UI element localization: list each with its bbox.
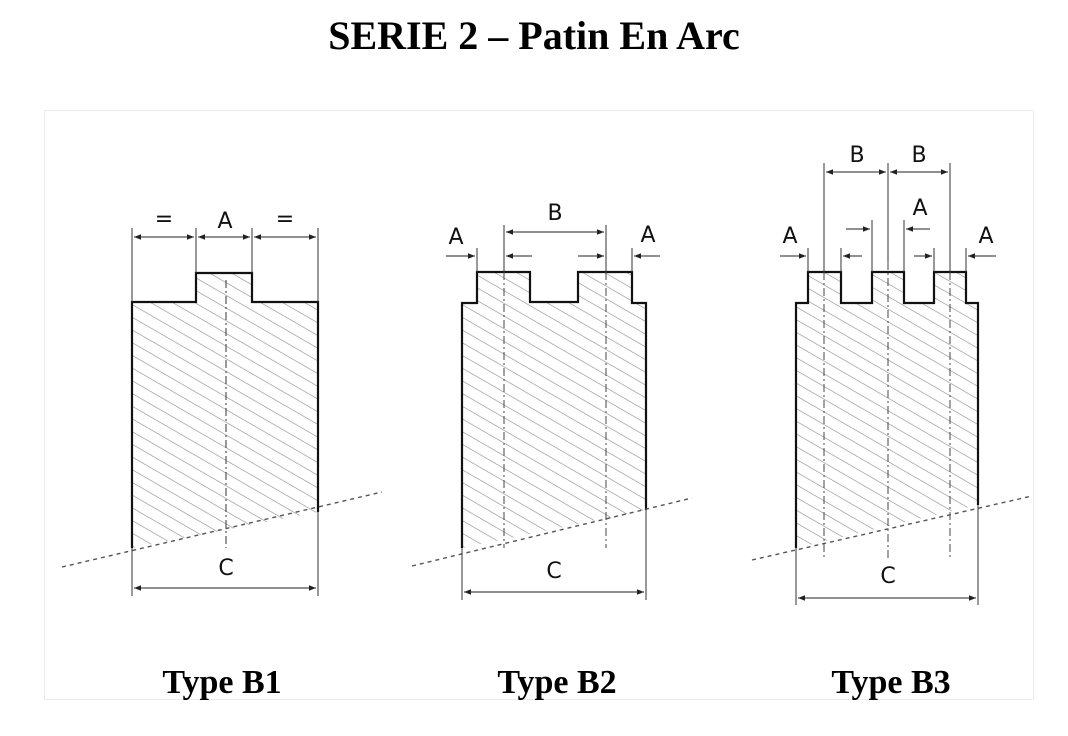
b1-break-line	[61, 491, 383, 568]
b2-label-a-right: A	[640, 223, 655, 248]
diagram-type-b2: B A A C	[411, 201, 693, 600]
b3-label-a-left: A	[782, 224, 797, 249]
b2-label-a-left: A	[448, 225, 463, 250]
b3-label-a-center: A	[912, 196, 927, 221]
b1-label-a: A	[217, 209, 232, 234]
caption-type-b2: Type B2	[497, 664, 617, 701]
diagram-type-b1: = A = C	[61, 207, 383, 596]
b1-label-c: C	[218, 556, 233, 581]
b1-label-eq-left: =	[155, 207, 173, 232]
b1-profile	[130, 271, 320, 548]
b3-label-b-left: B	[849, 143, 864, 168]
b2-label-c: C	[546, 559, 561, 584]
caption-type-b3: Type B3	[831, 664, 951, 701]
b3-label-c: C	[880, 564, 895, 589]
diagram-frame	[44, 110, 1034, 700]
b3-label-b-right: B	[911, 143, 926, 168]
caption-type-b1: Type B1	[162, 664, 282, 701]
b2-label-b: B	[547, 201, 562, 226]
b3-label-a-right: A	[978, 224, 993, 249]
diagram-type-b3: B B A A A C	[751, 143, 1033, 605]
b1-label-eq-right: =	[276, 207, 294, 232]
b2-break-line	[411, 497, 693, 567]
b3-profile	[794, 270, 980, 548]
page-title: SERIE 2 – Patin En Arc	[328, 13, 740, 58]
b2-profile	[460, 270, 648, 548]
